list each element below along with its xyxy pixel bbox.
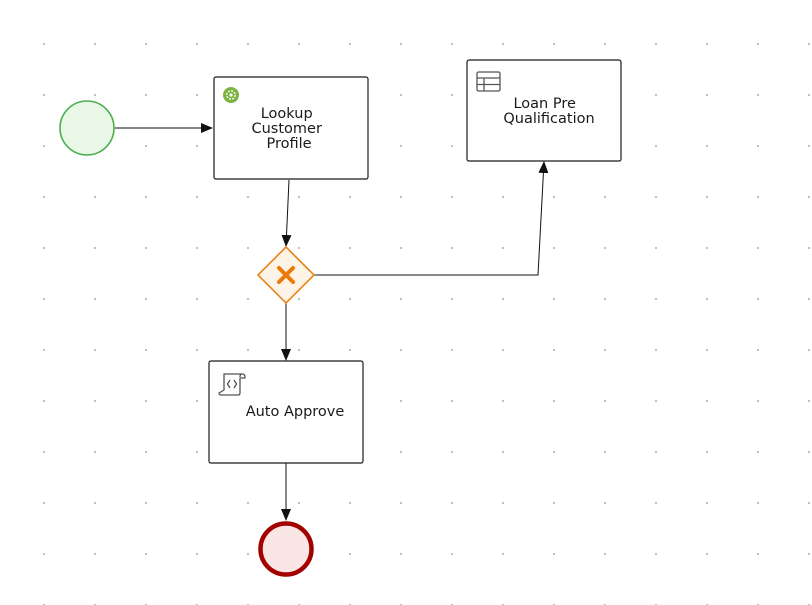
business-rule-table-icon [476,71,501,92]
start-event[interactable] [59,100,115,156]
task-label-line: Auto Approve [246,404,345,420]
service-task-icon [223,87,239,103]
script-task-icon [218,373,246,396]
sequence-flows [115,123,549,521]
end-event[interactable] [258,521,314,577]
svg-text:Auto Approve: Auto Approve [246,404,345,420]
task-label-line: Profile [266,136,311,152]
flow-gateway-to-loan[interactable] [314,161,549,276]
task-auto-approve[interactable]: Auto Approve [208,360,364,464]
flow-lookup-to-gateway[interactable] [281,179,292,247]
task-label-line: Loan Pre [513,96,576,112]
task-label-line: Lookup [261,106,313,122]
task-label-line: Customer [251,121,321,137]
exclusive-gateway[interactable] [256,245,316,305]
svg-text:Loan Pre Qualification: Loan Pre Qualification [503,96,594,127]
task-lookup-customer-profile[interactable]: Lookup Customer Profile [213,76,369,180]
close-x-icon [277,266,295,284]
task-loan-pre-qualification[interactable]: Loan Pre Qualification [466,59,622,162]
svg-text:Lookup Customer Pr: Lookup Customer Profile [251,106,326,152]
task-label-line: Qualification [503,111,594,127]
